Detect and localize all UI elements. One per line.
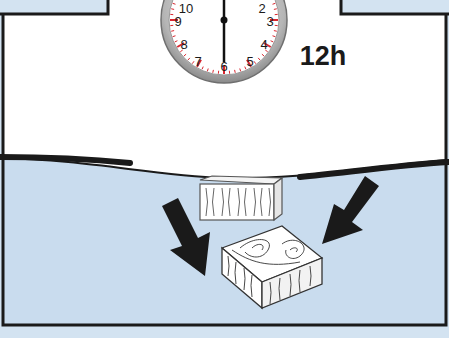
clock-tick bbox=[171, 8, 174, 10]
clock-number: 3 bbox=[266, 15, 273, 28]
clock-number: 6 bbox=[220, 60, 227, 73]
clock-tick bbox=[218, 71, 219, 74]
clock-tick bbox=[275, 14, 278, 15]
clock-tick bbox=[171, 30, 174, 32]
clock-tick bbox=[274, 30, 277, 32]
clock-pivot bbox=[221, 17, 228, 24]
clock-number: 10 bbox=[179, 2, 193, 15]
clock-tick bbox=[271, 41, 274, 42]
clock-tick bbox=[239, 69, 241, 72]
clock-ticks bbox=[170, 0, 278, 74]
clock-tick bbox=[170, 25, 173, 26]
water-surface-thick-left bbox=[0, 157, 130, 163]
clock-tick bbox=[170, 14, 173, 15]
clock-tick bbox=[202, 67, 203, 70]
duration-label: 12h bbox=[300, 43, 347, 70]
clock-number: 2 bbox=[258, 2, 265, 15]
clock-tick bbox=[262, 54, 264, 56]
clock-tick bbox=[254, 61, 256, 63]
clock-tick bbox=[274, 8, 277, 10]
clock-number: 7 bbox=[194, 55, 201, 68]
wood-block-lower bbox=[222, 226, 322, 308]
clock-rim bbox=[161, 0, 287, 83]
water-surface-thick-right bbox=[300, 162, 449, 177]
clock-tick bbox=[173, 3, 176, 5]
clock-tick bbox=[234, 70, 236, 73]
clock-tick bbox=[273, 35, 276, 37]
clock-tick bbox=[192, 61, 194, 63]
clock-number: 8 bbox=[180, 38, 187, 51]
clock-number: 4 bbox=[260, 38, 267, 51]
clock-tick bbox=[207, 69, 209, 72]
clock-tick bbox=[229, 71, 230, 74]
clock-tick bbox=[245, 67, 246, 70]
wood-block-upper bbox=[200, 176, 282, 220]
clock-number: 5 bbox=[246, 55, 253, 68]
clock-tick bbox=[184, 54, 186, 56]
clock-tick bbox=[175, 41, 178, 42]
clock-tick bbox=[212, 70, 214, 73]
clock-tick bbox=[273, 3, 276, 5]
clock-number: 9 bbox=[174, 15, 181, 28]
clock-tick bbox=[275, 25, 278, 26]
water-surface bbox=[0, 158, 449, 178]
clock-hands bbox=[223, 0, 226, 62]
clock-tick bbox=[258, 58, 260, 60]
sink-arrow-right bbox=[322, 176, 379, 244]
clock-tick bbox=[188, 58, 190, 60]
clock-face bbox=[169, 0, 279, 75]
water bbox=[4, 158, 445, 325]
clock-tick bbox=[173, 35, 176, 37]
sink-arrow-left bbox=[162, 198, 210, 276]
